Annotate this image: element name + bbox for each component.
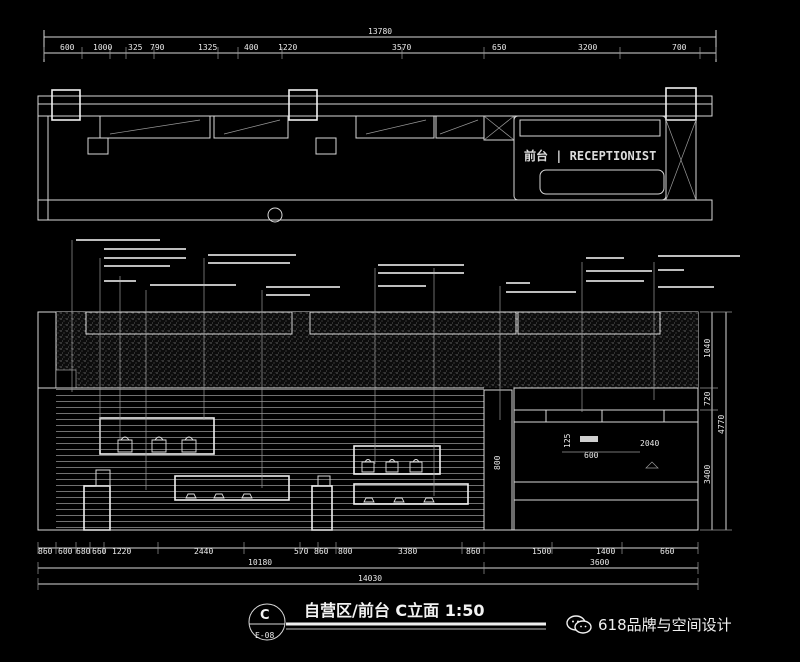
plan-segment-dim: 1220 xyxy=(278,43,297,52)
plan-segment-dim: 325 xyxy=(128,43,143,52)
plan-segment-dim: 790 xyxy=(150,43,165,52)
bottom-dim-10180: 10180 xyxy=(248,558,272,567)
elevation-bottom-dim: 860 xyxy=(466,547,481,556)
plan-overall-dim: 13780 xyxy=(368,27,392,36)
plan-segment-dim: 1000 xyxy=(93,43,112,52)
elevation-bottom-dim: 660 xyxy=(92,547,107,556)
right-dim-3: 4770 xyxy=(717,415,726,434)
elevation-bottom-dim: 570 xyxy=(294,547,309,556)
wechat-icon xyxy=(566,614,592,634)
plan-segment-dim: 650 xyxy=(492,43,507,52)
column-label: 800 xyxy=(493,455,502,470)
plan-segment-dim: 3570 xyxy=(392,43,411,52)
elevation-bottom-dim: 1220 xyxy=(112,547,131,556)
watermark: 618品牌与空间设计 xyxy=(566,614,732,635)
bottom-dim-total: 14030 xyxy=(358,574,382,583)
plan-segment-dim: 400 xyxy=(244,43,259,52)
reception-sign: 前台 | RECEPTIONIST xyxy=(524,148,656,163)
title-marker-letter: C xyxy=(260,608,270,623)
plan-segment-dim: 700 xyxy=(672,43,687,52)
right-dim-2: 720 xyxy=(703,391,712,406)
plan-view: 13780 600 1000 325 790 1325 400 1220 3570 650 320… xyxy=(37,27,717,223)
drawing-title: C E-08 自营区/前台 C立面 1:50 xyxy=(248,601,546,641)
title-marker-sheet: E-08 xyxy=(255,631,274,640)
inner-dim-2: 2040 xyxy=(640,439,659,448)
right-dim-1: 1040 xyxy=(703,339,712,358)
elevation-bottom-dim: 800 xyxy=(338,547,353,556)
plan-segment-dim: 3200 xyxy=(578,43,597,52)
elevation-bottom-dim: 3380 xyxy=(398,547,417,556)
elevation-bottom-dim: 2440 xyxy=(194,547,213,556)
elevation-bottom-dim: 860 xyxy=(314,547,329,556)
plan-segment-dim: 600 xyxy=(60,43,75,52)
inner-dim-1: 125 xyxy=(563,433,572,448)
elevation-bottom-dim: 860 xyxy=(38,547,53,556)
elevation-bottom-dim: 660 xyxy=(660,547,675,556)
watermark-text: 618品牌与空间设计 xyxy=(598,616,732,634)
title-text: 自营区/前台 C立面 1:50 xyxy=(304,601,485,620)
elevation-bottom-dim: 600 xyxy=(58,547,73,556)
plan-segment-dim: 1325 xyxy=(198,43,217,52)
annotation-notes xyxy=(76,239,740,296)
bottom-dim-3600: 3600 xyxy=(590,558,609,567)
elevation-bottom-dim: 680 xyxy=(76,547,91,556)
right-dim-4: 3400 xyxy=(703,465,712,484)
elevation-bottom-dim: 1500 xyxy=(532,547,551,556)
inner-dim-3: 600 xyxy=(584,451,599,460)
elevation-view: 800 125 2040 600 xyxy=(37,239,740,590)
elevation-bottom-dim: 1400 xyxy=(596,547,615,556)
